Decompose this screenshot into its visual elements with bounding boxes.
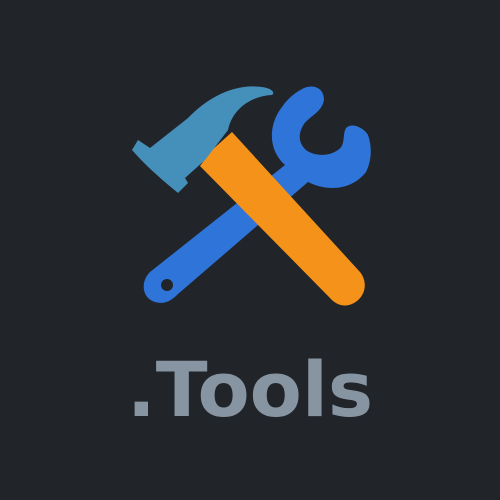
tools-logo	[120, 72, 380, 317]
hammer-handle	[200, 132, 365, 306]
hammer-head	[132, 86, 274, 193]
wrench-hole	[161, 279, 173, 291]
brand-name: .Tools	[126, 345, 374, 434]
hammer-icon	[132, 86, 365, 306]
